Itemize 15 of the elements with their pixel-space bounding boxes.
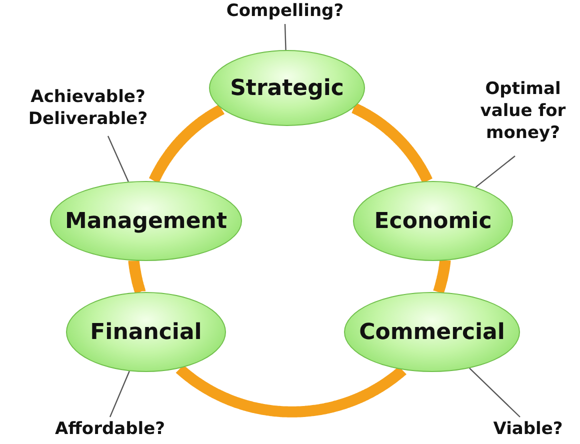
- leader-line: [469, 368, 520, 418]
- leader-line: [107, 136, 129, 182]
- question-text: Optimal value for money?: [466, 78, 580, 144]
- leader-line: [109, 370, 130, 418]
- ellipse-node: Financial: [66, 292, 226, 372]
- ellipse-node: Strategic: [209, 50, 365, 126]
- ellipse-node: Management: [50, 181, 242, 261]
- question-text: Achievable? Deliverable?: [8, 86, 168, 130]
- leader-line: [475, 156, 516, 188]
- question-text: Compelling?: [195, 0, 375, 22]
- ellipse-node: Commercial: [344, 292, 520, 372]
- question-text: Viable?: [488, 418, 568, 440]
- question-text: Affordable?: [40, 418, 180, 440]
- ellipse-node: Economic: [353, 181, 513, 261]
- leader-line: [284, 24, 286, 50]
